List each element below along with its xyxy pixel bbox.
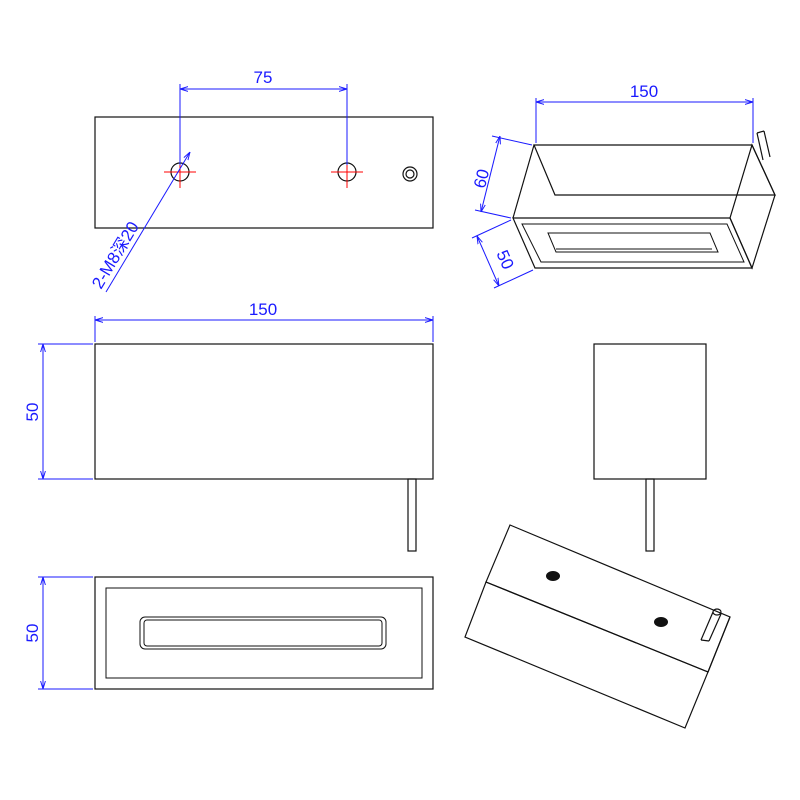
front-view: 150 50 [23,300,434,552]
dimension-hole-spacing-label: 75 [254,68,273,87]
bottom-view-slot [139,616,387,650]
top-view-outline [94,116,434,229]
bottom-view-outline [94,576,434,690]
iso-side-face [729,143,776,270]
dimension-front-height-label: 50 [23,403,42,422]
iso-front-face [512,217,753,269]
iso-front-slot [547,232,719,253]
hole-note-leader: 2-M8深20 [88,152,190,293]
iso-bottom-hole-left [546,571,560,581]
front-view-outline [94,343,434,480]
dimension-hole-spacing: 75 [179,68,348,165]
dimension-iso-height-label: 60 [470,167,493,190]
side-view-pin [645,478,655,552]
dimension-front-height: 50 [23,343,93,480]
isometric-view-bottom [464,524,731,729]
dimension-bottom-height-label: 50 [23,624,42,643]
isometric-view-top: 150 60 50 [470,82,776,289]
dimension-front-length-label: 150 [249,300,277,319]
bottom-view: 50 [23,576,434,690]
dimension-iso-height: 60 [470,136,533,219]
hole-note-label: 2-M8深20 [88,218,143,292]
dimension-iso-depth: 50 [471,219,534,289]
side-view-outline [593,343,707,480]
iso-bottom-top-face [485,524,731,673]
dimension-bottom-height: 50 [23,576,93,690]
iso-bottom-pin [700,608,722,642]
side-view [593,343,707,552]
front-view-pin [407,478,417,552]
dimension-iso-length-label: 150 [630,82,658,101]
dimension-iso-length: 150 [535,82,754,143]
dimension-front-length: 150 [94,300,434,342]
bottom-view-inner-frame [105,587,423,679]
iso-bottom-front-face [464,581,709,729]
top-view: 75 2-M8深20 [88,68,434,293]
iso-bottom-hole-right [654,617,668,627]
small-hole [402,166,418,182]
dimension-iso-depth-label: 50 [492,247,517,272]
